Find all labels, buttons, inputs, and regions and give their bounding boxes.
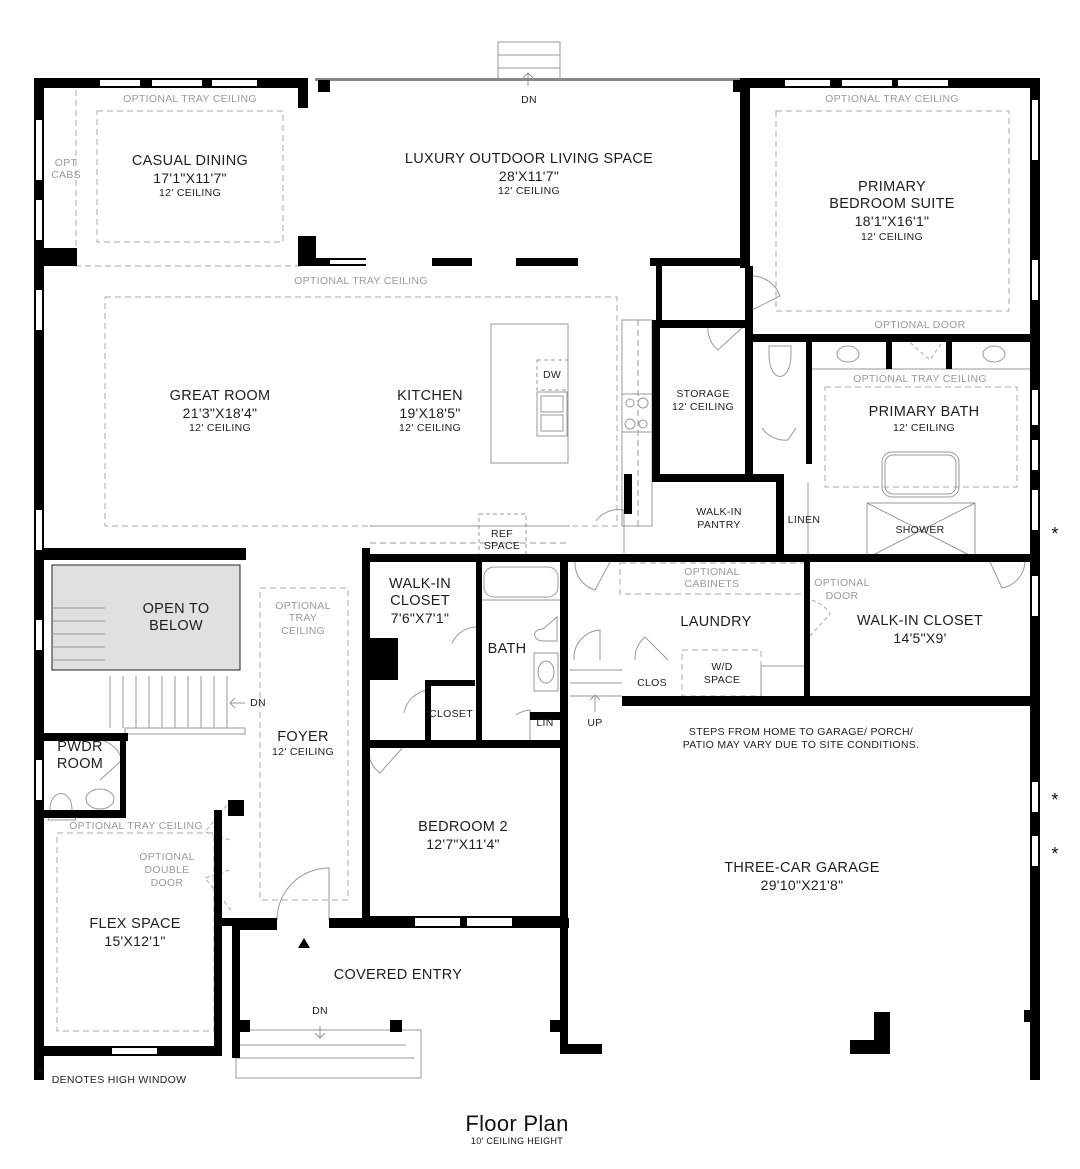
lin-label: LIN [536, 717, 554, 729]
closet-label: CLOSET [429, 708, 473, 720]
windows [36, 80, 1038, 1054]
casual-dining-ceiling: 12' CEILING [159, 187, 221, 199]
wd-line2: SPACE [703, 674, 741, 686]
wd-line1: W/D [711, 661, 733, 673]
flex-opt-1: OPTIONAL [139, 851, 195, 863]
casual-dining-dim: 17'1"X11'7" [153, 170, 227, 186]
entry-dn-label: DN [312, 1005, 328, 1017]
walkin-closet-primary-dim: 14'5"X9' [893, 630, 947, 646]
pwdr-line1: PWDR [57, 739, 103, 755]
shower-label: SHOWER [895, 524, 945, 536]
suite-tray-label: OPTIONAL TRAY CEILING [825, 93, 959, 105]
kitchen-dim: 19'X18'5" [399, 405, 461, 421]
walkin-closet-2-line2: CLOSET [390, 593, 450, 609]
suite-label-2: BEDROOM SUITE [829, 196, 955, 212]
legend-text: DENOTES HIGH WINDOW [51, 1074, 187, 1086]
walkin-opt-1: OPTIONAL [814, 577, 870, 589]
foyer-opt-1: OPTIONAL [275, 600, 331, 612]
pantry-line1: WALK-IN [696, 506, 742, 518]
clos-label: CLOS [637, 677, 667, 689]
primary-bath-ceiling: 12' CEILING [893, 422, 955, 434]
outdoor-stair-dn: DN [521, 94, 537, 106]
great-room-dim: 21'3"X18'4" [182, 405, 258, 421]
laundry-opt-2: CABINETS [684, 578, 740, 590]
open-to-below-line1: OPEN TO [142, 601, 210, 617]
page-title: Floor Plan [465, 1111, 569, 1136]
suite-label-1: PRIMARY [858, 179, 926, 195]
great-room-ceiling: 12' CEILING [189, 422, 251, 434]
pantry-line2: PANTRY [697, 519, 741, 531]
fixtures [47, 319, 1030, 821]
garage-dim: 29'10"X21'8" [760, 877, 844, 893]
entry-arrow-icon [298, 938, 310, 948]
outdoor-dim: 28'X11'7" [498, 168, 560, 184]
ref-space-line1: REF [491, 528, 513, 540]
up-label: UP [587, 717, 603, 729]
pwdr-line2: ROOM [56, 756, 104, 772]
dishwasher-label: DW [542, 369, 562, 381]
suite-ceiling: 12' CEILING [861, 231, 923, 243]
high-window-marker: * [1051, 524, 1059, 544]
flex-label: FLEX SPACE [89, 916, 181, 932]
great-room-tray-label: OPTIONAL TRAY CEILING [294, 275, 428, 287]
foyer-ceiling: 12' CEILING [272, 746, 334, 758]
great-room-label: GREAT ROOM [169, 388, 271, 404]
walkin-closet-primary-label: WALK-IN CLOSET [856, 613, 984, 629]
page-subtitle: 10' CEILING HEIGHT [470, 1136, 564, 1146]
bedroom2-label: BEDROOM 2 [418, 819, 508, 835]
linen-label: LINEN [787, 514, 821, 526]
walkin-closet-2-line1: WALK-IN [389, 576, 451, 592]
suite-dim: 18'1"X16'1" [854, 213, 930, 229]
high-window-marker: * [1051, 844, 1059, 864]
storage-ceiling: 12' CEILING [672, 401, 734, 413]
bedroom2-dim: 12'7"X11'4" [426, 836, 500, 852]
legend-asterisk: * [36, 1064, 44, 1084]
foyer-opt-3: CEILING [280, 625, 326, 637]
stairs [52, 41, 622, 1079]
laundry-opt-1: OPTIONAL [684, 566, 740, 578]
casual-dining-label: CASUAL DINING [131, 153, 249, 169]
flex-opt-2: DOUBLE [144, 864, 190, 876]
kitchen-label: KITCHEN [397, 388, 463, 404]
foyer-label: FOYER [277, 729, 329, 745]
flex-tray-label: OPTIONAL TRAY CEILING [69, 820, 203, 832]
garage-note-2: PATIO MAY VARY DUE TO SITE CONDITIONS. [682, 739, 920, 751]
opt-cabs-line1: OPT [54, 157, 78, 169]
covered-entry-label: COVERED ENTRY [333, 967, 463, 983]
flex-dim: 15'X12'1" [104, 933, 166, 949]
kitchen-ceiling: 12' CEILING [399, 422, 461, 434]
garage-label: THREE-CAR GARAGE [724, 860, 880, 876]
outdoor-ceiling: 12' CEILING [498, 185, 560, 197]
primary-bath-label: PRIMARY BATH [868, 404, 980, 420]
storage-label: STORAGE [676, 388, 730, 400]
suite-optional-door: OPTIONAL DOOR [874, 319, 966, 331]
foyer-opt-2: TRAY [288, 612, 318, 624]
stair-dn-label: DN [250, 697, 266, 709]
bath-tray-label: OPTIONAL TRAY CEILING [853, 373, 987, 385]
ref-space-line2: SPACE [483, 540, 521, 552]
flex-opt-3: DOOR [150, 877, 184, 889]
laundry-label: LAUNDRY [680, 614, 752, 630]
walkin-opt-2: DOOR [825, 590, 859, 602]
bath-label: BATH [487, 641, 527, 657]
opt-cabs-line2: CABS [51, 169, 81, 181]
garage-note-1: STEPS FROM HOME TO GARAGE/ PORCH/ [688, 726, 914, 738]
open-to-below-area [51, 564, 241, 671]
outdoor-label: LUXURY OUTDOOR LIVING SPACE [404, 151, 654, 167]
dining-tray-label: OPTIONAL TRAY CEILING [123, 93, 257, 105]
high-window-marker: * [1051, 790, 1059, 810]
walkin-closet-2-dim: 7'6"X7'1" [390, 610, 450, 626]
open-to-below-line2: BELOW [149, 618, 203, 634]
